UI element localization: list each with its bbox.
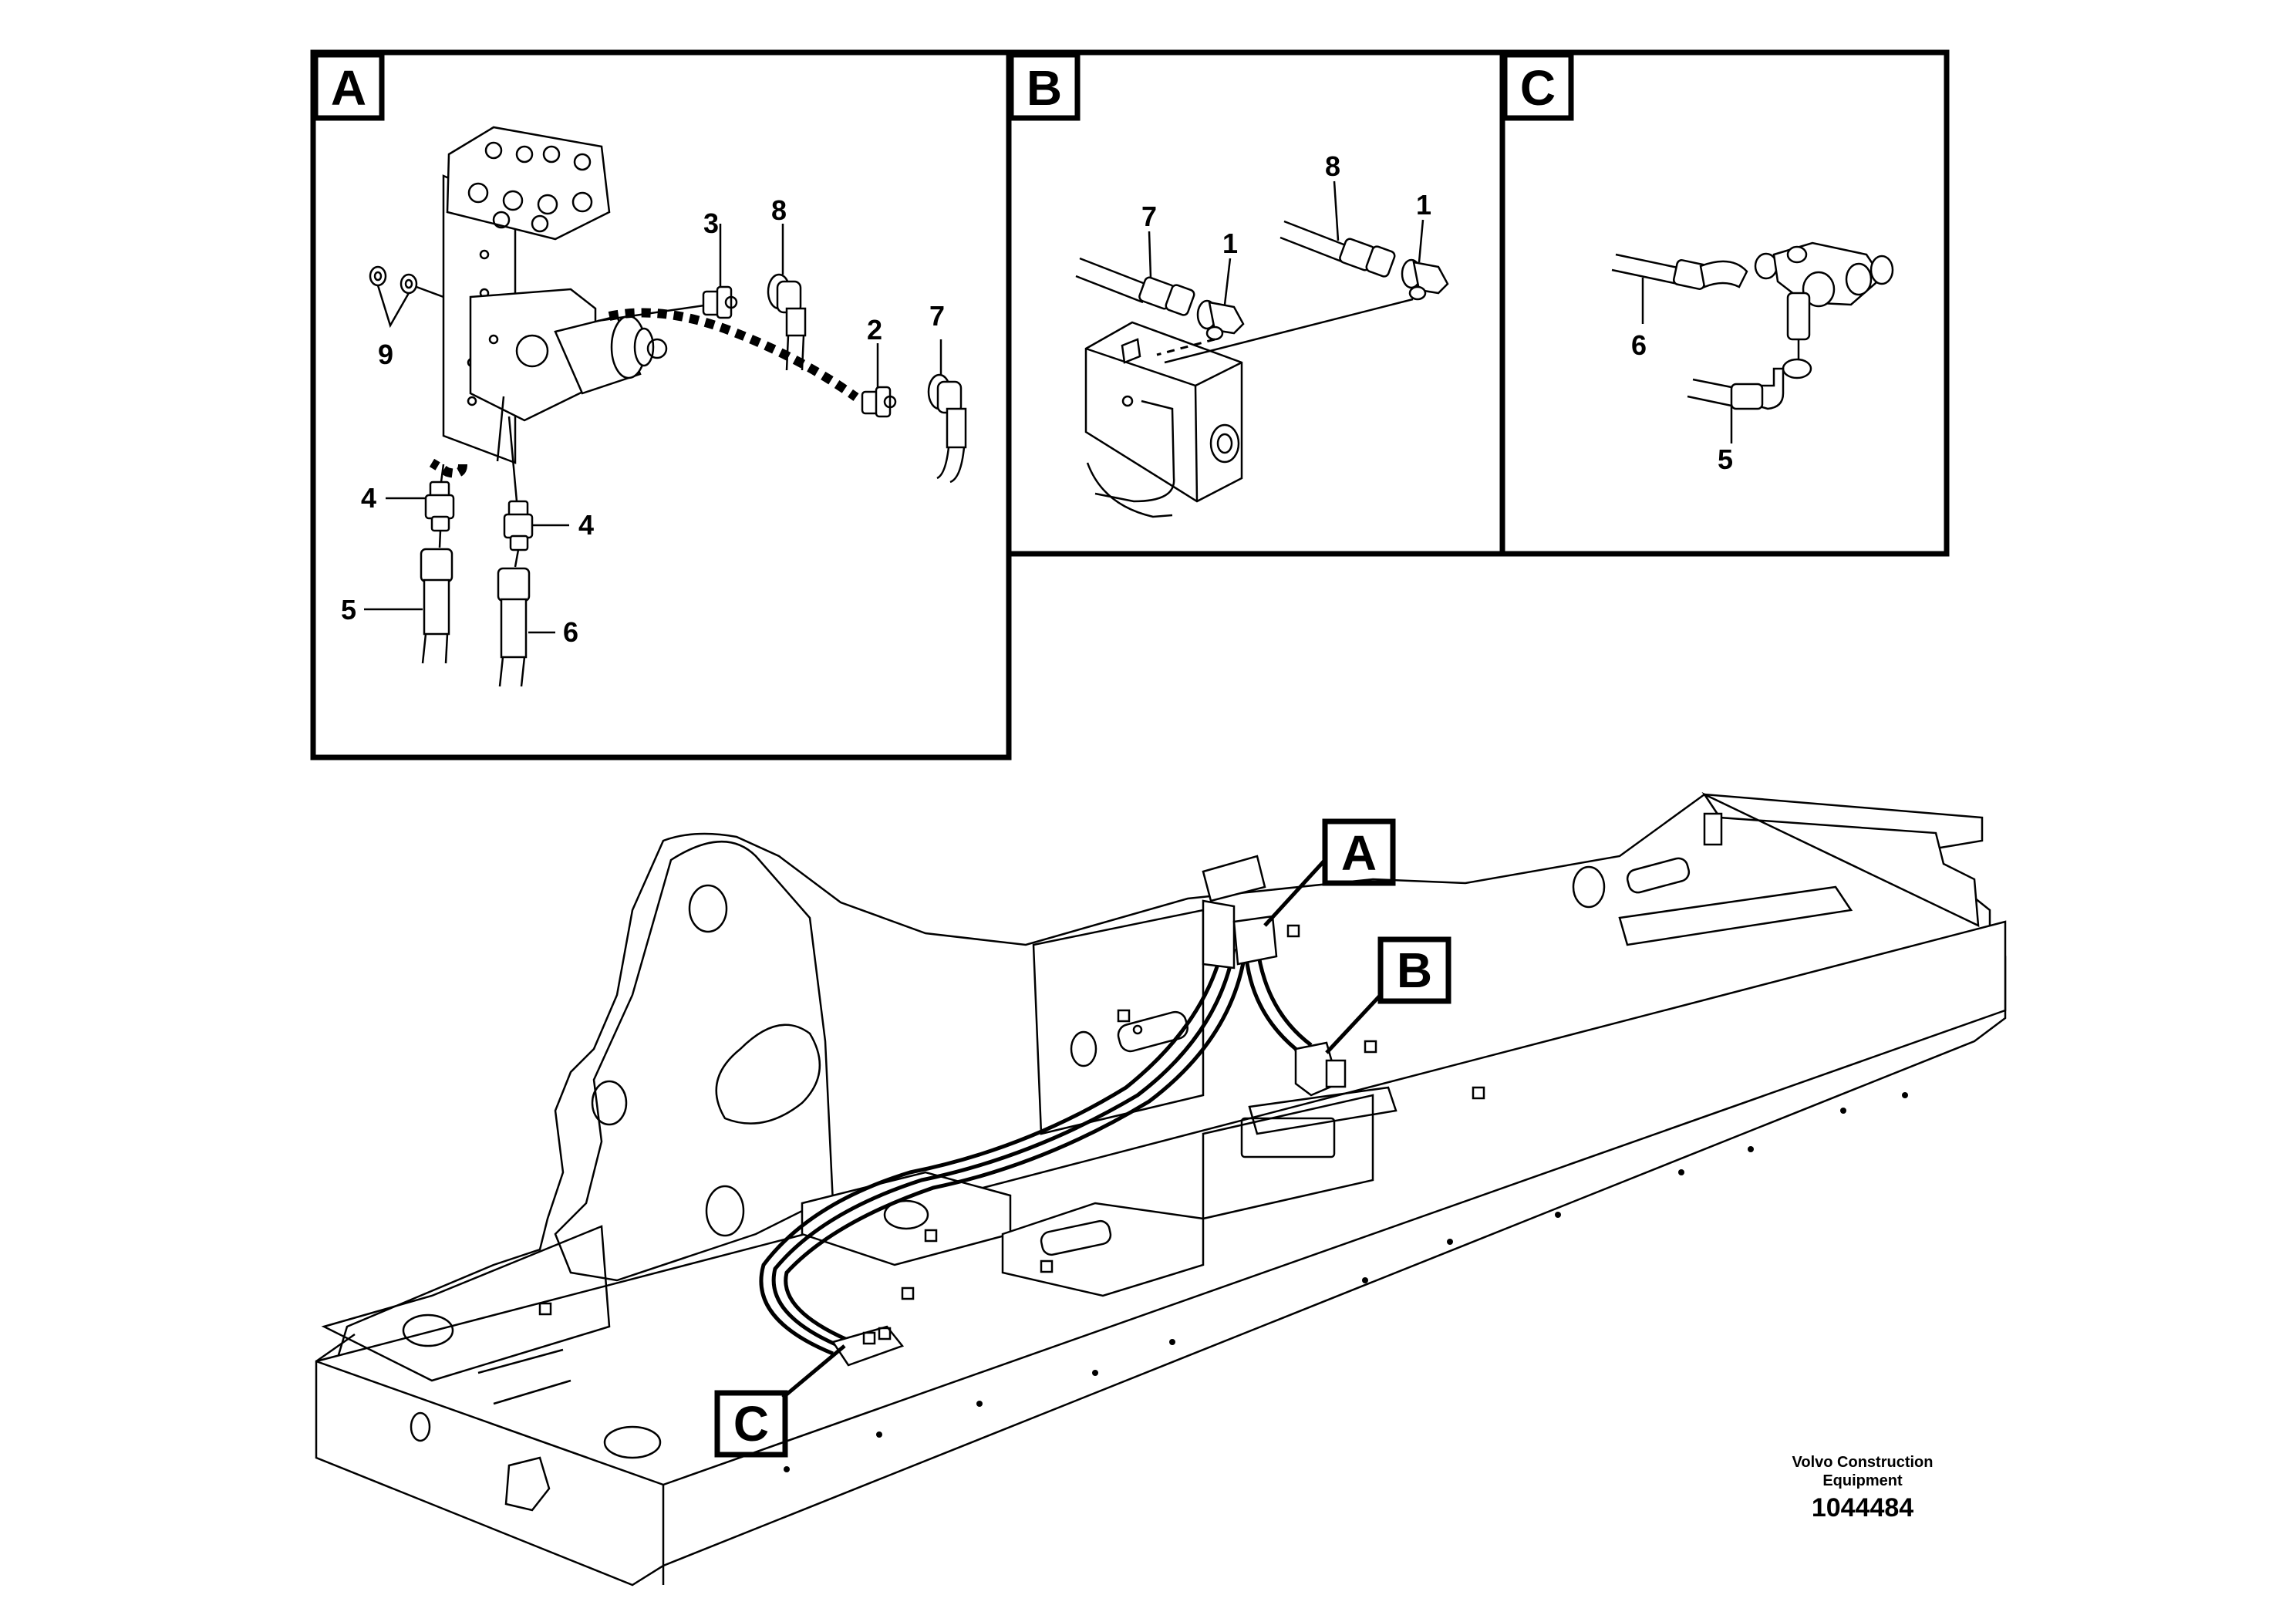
callout-9: 9 (378, 339, 393, 370)
check-valve-body (1754, 241, 1894, 341)
panel-a-tag: A (331, 60, 366, 116)
item-6-hose (497, 567, 531, 687)
callout-5: 5 (341, 594, 356, 626)
overview-tag-c-box (714, 1390, 788, 1458)
machine-frame-overview (315, 791, 2007, 1587)
item-2-fitting (861, 386, 897, 418)
callout-4-right: 4 (578, 509, 594, 541)
callout-3: 3 (703, 207, 719, 239)
footer-reference: Volvo Construction Equipment 1044484 (1792, 1454, 1934, 1523)
panel-b-frame (1006, 49, 1505, 557)
item-7-elbow (927, 373, 967, 484)
callout-8: 8 (771, 194, 787, 226)
item-8-elbow (767, 273, 807, 371)
item-3-fitting (702, 285, 738, 319)
panel-b-tag: B (1027, 60, 1062, 116)
item-8-hose (1279, 220, 1396, 278)
callout-b-8: 8 (1325, 150, 1340, 182)
callout-b-1-left: 1 (1222, 228, 1238, 259)
washer (369, 265, 387, 287)
panel-c-frame (1499, 49, 1950, 557)
callout-6: 6 (563, 616, 578, 648)
panel-a-tag-box (312, 52, 385, 121)
overview-tag-a: A (1341, 825, 1377, 881)
item-7-hose (1075, 257, 1195, 316)
overview-tag-c: C (733, 1396, 769, 1452)
company-name-line2: Equipment (1822, 1472, 1903, 1489)
valve-block (1084, 321, 1243, 503)
panel-a-drawing: 9 3 8 2 7 4 4 5 6 (341, 126, 967, 687)
callout-b-1-right: 1 (1416, 189, 1431, 221)
item-5-hose (420, 548, 453, 664)
panel-c-tag: C (1520, 60, 1556, 116)
item-1-elbow-right (1401, 258, 1449, 301)
item-6-hose (1611, 253, 1748, 290)
overview-tag-b-box (1377, 936, 1451, 1004)
panel-b-drawing: 7 1 8 1 (1075, 150, 1449, 518)
callout-4-left: 4 (361, 482, 376, 514)
callout-b-7: 7 (1141, 201, 1157, 232)
callout-7: 7 (929, 300, 945, 332)
overview-tag-b: B (1397, 943, 1432, 998)
detail-panels: A B C (310, 49, 1950, 760)
washer (400, 273, 418, 295)
item-4-right-fitting (503, 500, 534, 551)
hose-routing-overview (759, 855, 1347, 1367)
panel-c-tag-box (1502, 52, 1574, 121)
callout-c-6: 6 (1631, 329, 1647, 361)
callout-2: 2 (867, 314, 882, 346)
item-5-hose (1687, 358, 1812, 410)
drawing-number: 1044484 (1812, 1493, 1913, 1523)
panel-b-tag-box (1008, 52, 1081, 121)
company-name-line1: Volvo Construction (1792, 1454, 1934, 1471)
overview-tag-a-box (1322, 818, 1396, 886)
panel-a-frame (310, 49, 1012, 760)
callout-c-5: 5 (1718, 443, 1733, 475)
panel-c-drawing: 6 5 (1611, 241, 1894, 475)
item-1-elbow-left (1196, 299, 1245, 341)
item-4-left-fitting (424, 481, 455, 532)
overview-callouts: A B C (714, 818, 1451, 1458)
